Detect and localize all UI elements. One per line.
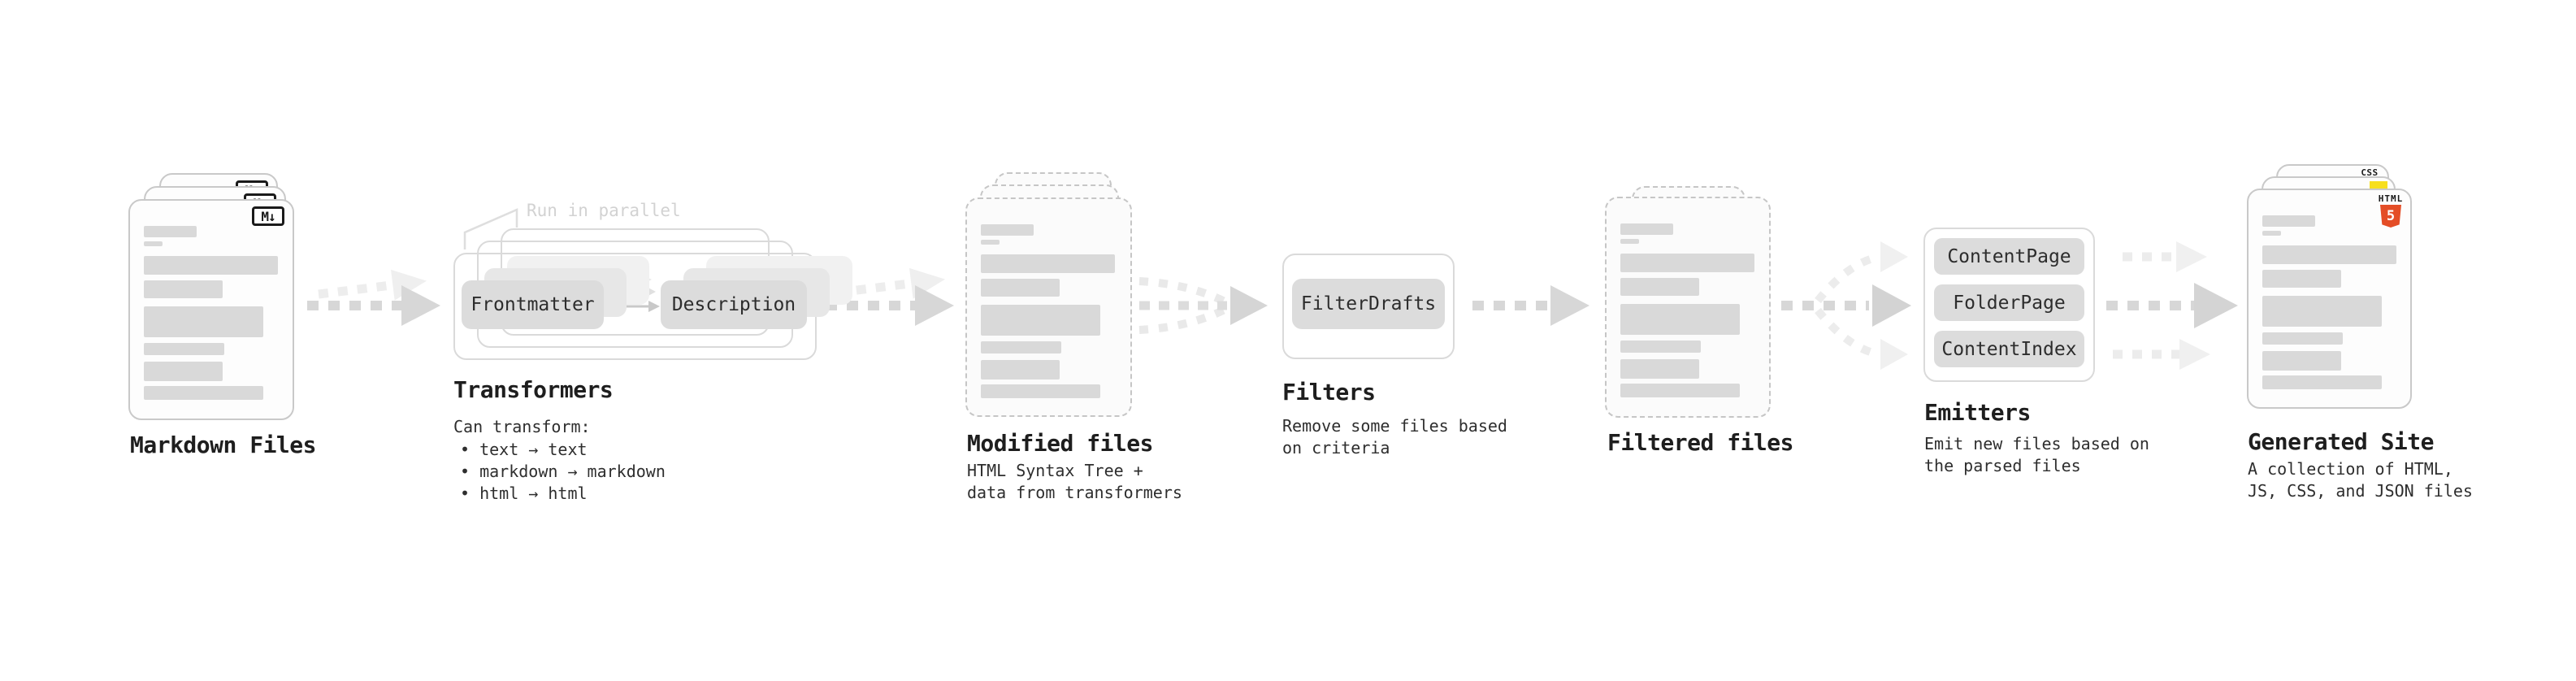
modified-files-label: Modified files — [967, 430, 1154, 457]
text-line — [1620, 239, 1639, 244]
arrow-markdown-to-transformers — [307, 269, 440, 326]
modified-file-card — [965, 197, 1132, 417]
filterdrafts-chip: FilterDrafts — [1292, 279, 1445, 329]
text-line — [144, 226, 197, 237]
text-line — [981, 341, 1061, 354]
folderpage-chip: FolderPage — [1934, 284, 2084, 321]
html5-icon-shield: 5 — [2380, 205, 2401, 228]
emitters-label: Emitters — [1924, 399, 2031, 426]
markdown-file-card: M↓ — [128, 199, 294, 420]
emitters-box — [1923, 228, 2095, 382]
text-line — [1620, 384, 1740, 397]
text-line — [2262, 245, 2396, 264]
markdown-files-label: Markdown Files — [130, 432, 317, 458]
filters-label: Filters — [1282, 379, 1376, 406]
text-line — [144, 306, 263, 337]
text-line — [1620, 223, 1673, 235]
text-line — [144, 280, 223, 298]
transformers-desc-heading: Can transform: — [453, 417, 591, 436]
transformers-bullet-list: • text → text • markdown → markdown • ht… — [460, 439, 666, 505]
text-line — [981, 224, 1034, 236]
markdown-icon: M↓ — [252, 206, 284, 226]
text-line — [981, 279, 1060, 297]
arrow-emitters-to-site — [2106, 241, 2238, 370]
text-line — [2262, 215, 2315, 227]
filters-desc: Remove some files based on criteria — [1282, 416, 1507, 458]
contentpage-chip: ContentPage — [1934, 238, 2084, 275]
text-line — [1620, 254, 1754, 272]
javascript-icon — [2370, 181, 2387, 190]
transformers-label: Transformers — [453, 376, 614, 403]
bullet-item: • text → text — [460, 440, 588, 459]
run-in-parallel-note: Run in parallel — [527, 201, 681, 220]
text-line — [144, 256, 278, 275]
modified-files-desc: HTML Syntax Tree + data from transformer… — [967, 461, 1182, 502]
text-line — [144, 362, 223, 381]
html5-icon: HTML 5 — [2373, 194, 2409, 228]
text-line — [981, 254, 1115, 273]
text-line — [1620, 359, 1699, 379]
filtered-file-card — [1605, 197, 1771, 418]
text-line — [981, 384, 1100, 398]
text-line — [2262, 296, 2382, 327]
text-line — [2262, 351, 2341, 371]
text-line — [981, 360, 1060, 380]
contentindex-chip: ContentIndex — [1934, 331, 2084, 367]
text-line — [2262, 332, 2343, 345]
bullet-item: • markdown → markdown — [460, 462, 666, 481]
description-chip: Description — [661, 280, 807, 329]
text-line — [1620, 304, 1740, 335]
text-line — [144, 241, 163, 246]
text-line — [144, 386, 263, 400]
frontmatter-chip: Frontmatter — [462, 280, 604, 329]
text-line — [144, 343, 224, 355]
text-line — [1620, 278, 1699, 296]
arrow-filtered-to-emitters-branch — [1781, 241, 1911, 370]
text-line — [1620, 340, 1701, 353]
filters-box — [1282, 254, 1455, 359]
generated-site-label: Generated Site — [2248, 428, 2435, 455]
text-line — [981, 240, 1000, 245]
arrow-modified-to-filters-merge — [1138, 277, 1268, 334]
text-line — [2262, 231, 2281, 236]
arrow-filters-to-filtered — [1472, 285, 1589, 326]
filtered-files-label: Filtered files — [1607, 429, 1794, 456]
html5-icon-word: HTML — [2378, 193, 2404, 204]
generated-site-desc: A collection of HTML, JS, CSS, and JSON … — [2248, 459, 2473, 501]
bullet-item: • html → html — [460, 484, 588, 503]
site-html-file-card: HTML 5 — [2247, 189, 2412, 409]
text-line — [2262, 375, 2382, 389]
css-icon-label: CSS — [2361, 167, 2379, 178]
text-line — [2262, 270, 2341, 288]
text-line — [981, 305, 1100, 336]
emitters-desc: Emit new files based on the parsed files — [1924, 434, 2149, 475]
